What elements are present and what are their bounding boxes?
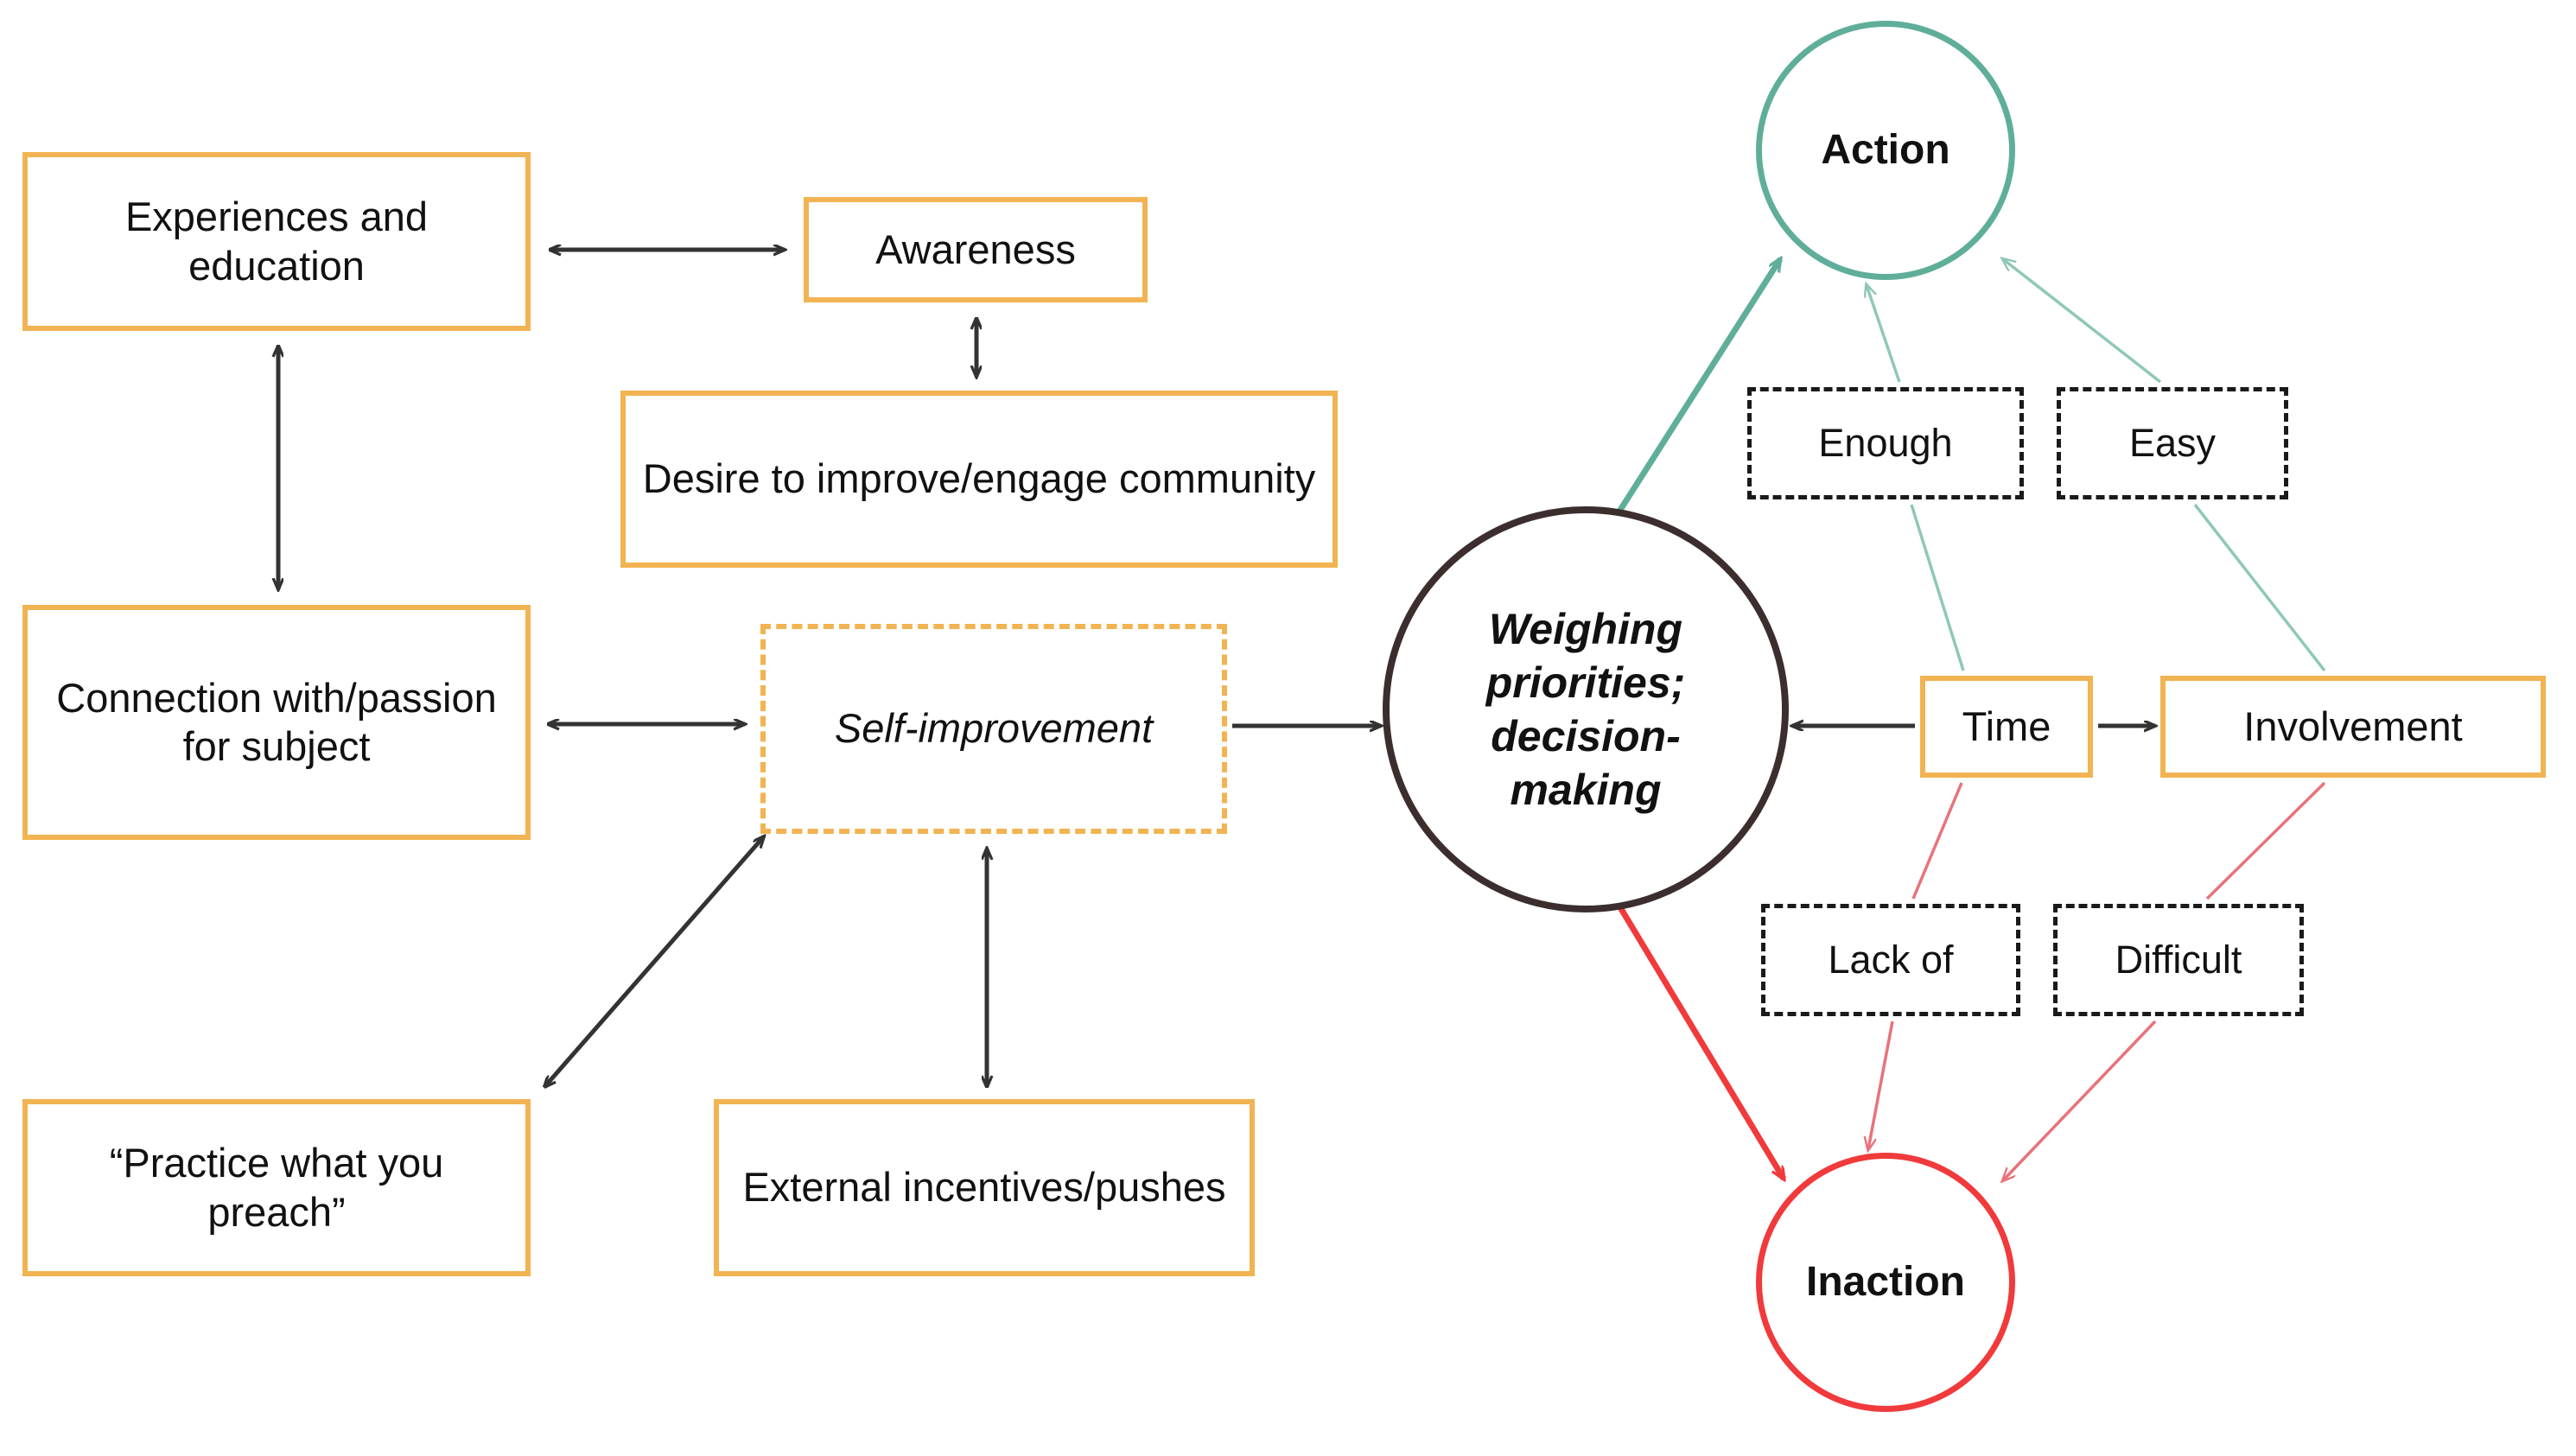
node-label: Awareness	[875, 226, 1076, 272]
node-label: Self-improvement	[834, 705, 1154, 752]
node-action[interactable]: Action	[1756, 21, 2015, 280]
edge-involvement-easy	[2193, 503, 2326, 672]
node-desire-to-improve-engage-community[interactable]: Desire to improve/engage community	[620, 391, 1338, 568]
node-label: External incentives/pushes	[742, 1164, 1226, 1211]
edge-time-enough	[1910, 504, 1965, 671]
node-lack-of[interactable]: Lack of	[1761, 904, 2020, 1016]
node-enough[interactable]: Enough	[1747, 387, 2024, 499]
node-weighing-priorities-decision-making[interactable]: Weighing priorities; decision-making	[1383, 506, 1789, 912]
node-label: Time	[1962, 703, 2051, 749]
node-label: Difficult	[2115, 938, 2242, 982]
edge-practice-selfimprovement	[544, 836, 764, 1087]
node-self-improvement[interactable]: Self-improvement	[760, 624, 1227, 834]
node-label: “Practice what you preach”	[109, 1140, 444, 1235]
node-time[interactable]: Time	[1920, 676, 2093, 778]
node-label: Inaction	[1805, 1259, 1965, 1306]
node-label: Connection with/passion for subject	[56, 674, 497, 769]
node-experiences-and-education[interactable]: Experiences and education	[22, 152, 531, 331]
edge-time-lackof	[1911, 782, 1963, 900]
node-involvement[interactable]: Involvement	[2160, 676, 2546, 778]
node-inaction[interactable]: Inaction	[1756, 1153, 2015, 1412]
node-label: Enough	[1818, 421, 1953, 465]
node-awareness[interactable]: Awareness	[804, 197, 1148, 302]
edge-difficult-inaction	[2003, 1020, 2157, 1180]
edge-involvement-difficult	[2205, 781, 2326, 900]
node-easy[interactable]: Easy	[2057, 387, 2288, 499]
node-difficult[interactable]: Difficult	[2053, 904, 2304, 1016]
node-label: Easy	[2128, 421, 2217, 465]
edge-lackof-inaction	[1868, 1020, 1894, 1149]
node-label: Involvement	[2243, 703, 2463, 749]
node-label: Desire to improve/engage community	[642, 455, 1316, 502]
node-external-incentives-pushes[interactable]: External incentives/pushes	[714, 1099, 1255, 1276]
node-label: Weighing priorities; decision-making	[1485, 605, 1686, 814]
node-connection-with-passion-for-subject[interactable]: Connection with/passion for subject	[22, 605, 531, 840]
node-label: Experiences and education	[124, 194, 429, 289]
node-practice-what-you-preach[interactable]: “Practice what you preach”	[22, 1099, 531, 1276]
edge-enough-action	[1867, 285, 1901, 383]
edge-weighing-inaction	[1593, 864, 1784, 1179]
edge-easy-action	[2003, 259, 2162, 384]
node-label: Lack of	[1828, 938, 1954, 982]
node-label: Action	[1821, 127, 1950, 174]
